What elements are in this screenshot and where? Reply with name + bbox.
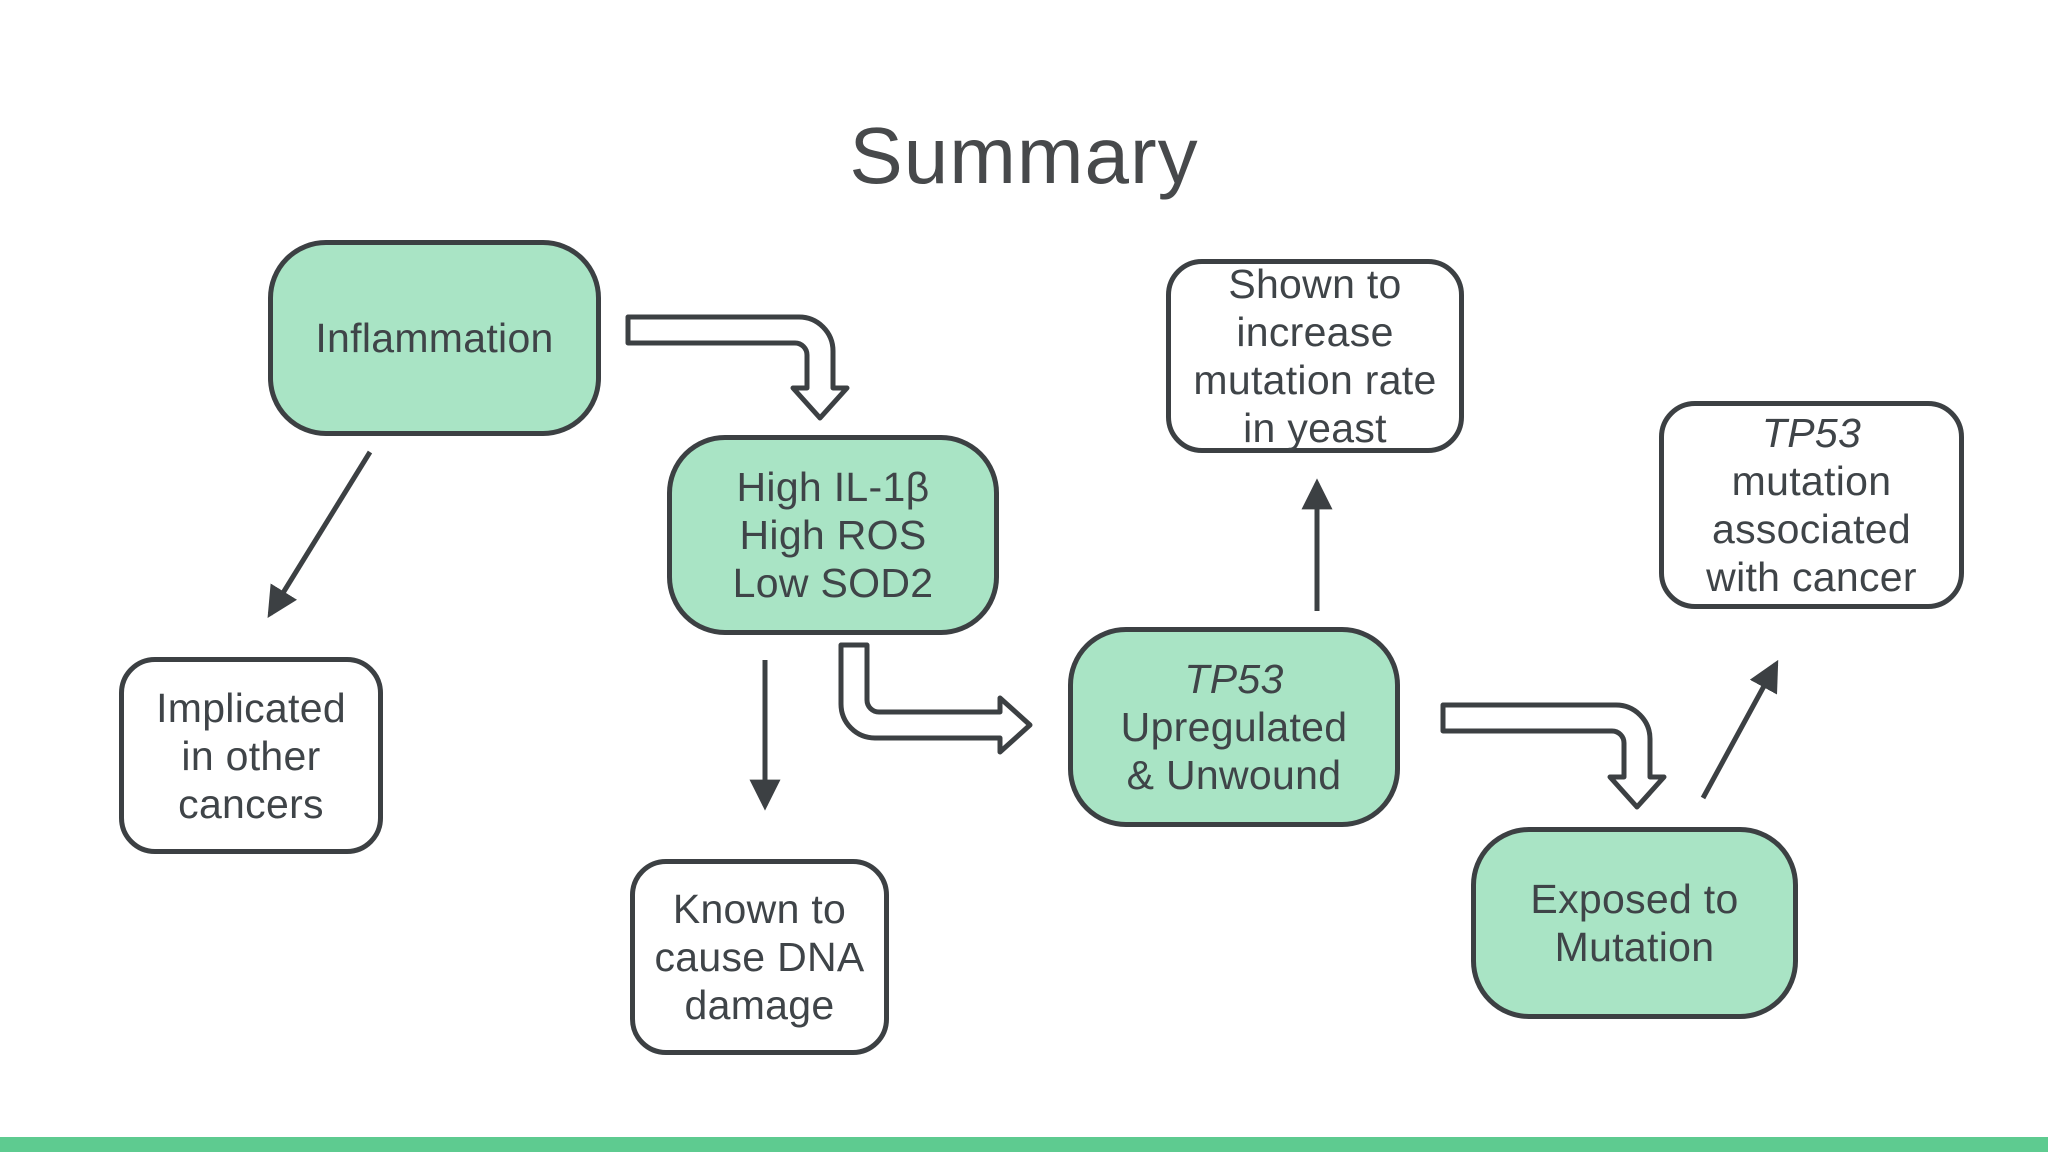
arrow-inflammation-to-implicated <box>267 450 373 618</box>
elbow-arrow-inflammation-to-high <box>625 314 850 421</box>
node-tp53-mutation-cancer: TP53 mutation associated with cancer <box>1659 401 1964 609</box>
label-line: High IL-1β <box>736 464 930 510</box>
node-inflammation: Inflammation <box>268 240 601 436</box>
label-line: TP53 <box>1761 410 1862 456</box>
label-line: Implicated <box>156 684 346 731</box>
label-line: mutation <box>1731 458 1892 504</box>
label-line: mutation rate <box>1193 357 1437 403</box>
label-line: cancers <box>178 780 324 827</box>
label-line: with cancer <box>1706 554 1917 600</box>
node-high-il1b-ros-sod2: High IL-1β High ROS Low SOD2 <box>667 435 999 635</box>
elbow-arrow-tp53-to-exposed <box>1440 702 1667 810</box>
label-line: Low SOD2 <box>732 560 934 606</box>
elbow-arrow-high-to-tp53 <box>838 642 1033 755</box>
label-line: TP53 <box>1184 656 1284 702</box>
node-implicated-other-cancers: Implicated in other cancers <box>119 657 383 854</box>
node-known-dna-damage: Known to cause DNA damage <box>630 859 889 1055</box>
label-line: Upregulated <box>1120 704 1348 750</box>
footer-accent-bar <box>0 1137 2048 1152</box>
label-line: associated <box>1711 506 1911 552</box>
page-title: Summary <box>849 111 1199 200</box>
label-line: in other <box>181 732 321 779</box>
label-line: Mutation <box>1554 924 1715 970</box>
node-shown-mutation-rate-yeast: Shown to increase mutation rate in yeast <box>1166 259 1464 453</box>
label-line: damage <box>684 982 835 1028</box>
node-tp53-upregulated-unwound: TP53 Upregulated & Unwound <box>1068 627 1400 827</box>
label-line: Exposed to <box>1530 876 1739 922</box>
node-exposed-to-mutation: Exposed to Mutation <box>1471 827 1798 1019</box>
arrow-exposed-to-tp53mutation <box>1700 659 1779 800</box>
label-line: Inflammation <box>315 315 554 361</box>
label-line: & Unwound <box>1126 752 1342 798</box>
label-line: in yeast <box>1243 405 1387 451</box>
label-line: High ROS <box>739 512 927 558</box>
label-line: increase <box>1236 309 1394 355</box>
label-line: Known to <box>672 886 847 932</box>
label-line: Shown to <box>1228 261 1402 307</box>
label-line: cause DNA <box>654 934 865 980</box>
